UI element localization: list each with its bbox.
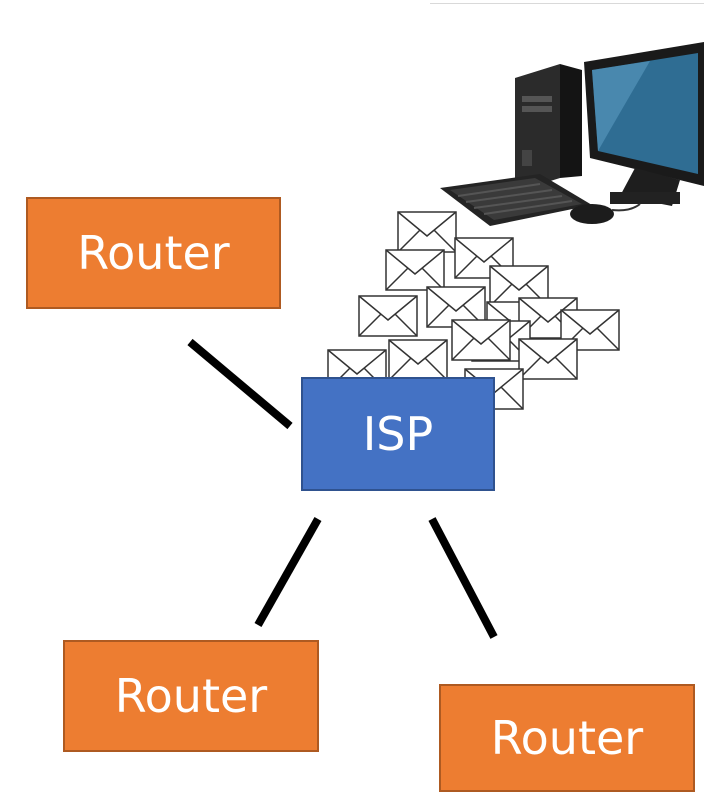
message-envelopes — [327, 211, 620, 410]
router-bottom-left-label: Router — [114, 669, 268, 723]
envelope-icon — [518, 338, 578, 380]
envelope-icon — [388, 339, 448, 381]
router-left: Router — [26, 197, 281, 309]
link-isp-router-bottom-right — [428, 517, 498, 639]
router-left-label: Router — [77, 226, 230, 280]
envelope-icon — [385, 249, 445, 291]
envelope-icon — [451, 319, 511, 361]
link-isp-router-bottom-left — [254, 517, 322, 627]
envelope-icon — [397, 211, 457, 253]
desktop-computer-icon — [440, 42, 704, 226]
isp-label: ISP — [362, 407, 434, 461]
router-bottom-right: Router — [439, 684, 695, 792]
divider — [430, 3, 704, 4]
link-router-left-isp — [187, 338, 293, 430]
isp-box: ISP — [301, 377, 495, 491]
envelope-icon — [358, 295, 418, 337]
router-bottom-right-label: Router — [490, 711, 644, 765]
router-bottom-left: Router — [63, 640, 319, 752]
